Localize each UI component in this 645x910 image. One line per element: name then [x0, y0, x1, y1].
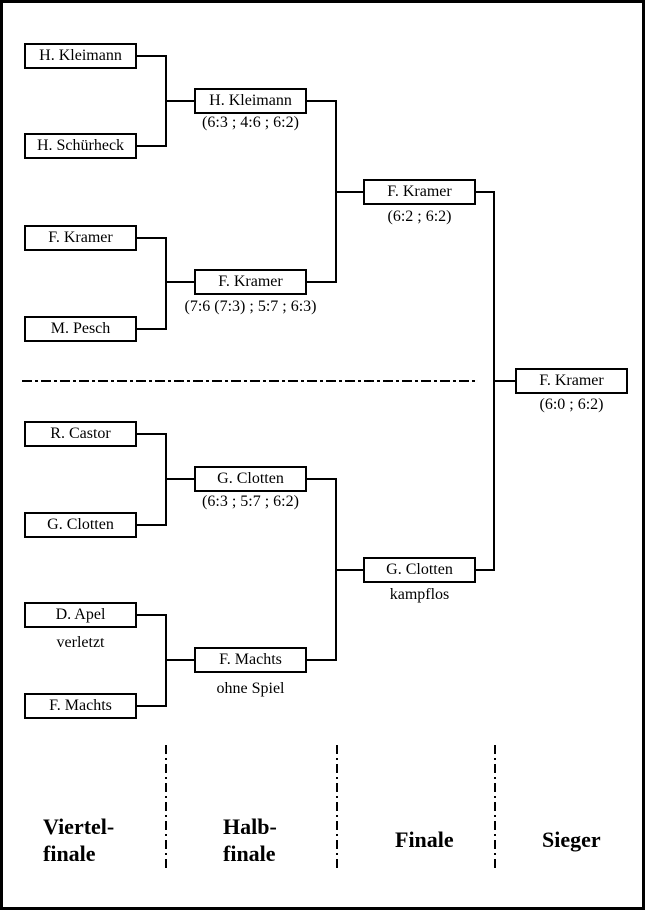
stage-label-line: Sieger	[542, 827, 601, 852]
stage-label-finale: Finale	[395, 826, 454, 853]
finalist-box-1: F. Kramer	[363, 179, 476, 205]
sf-match-4-score: ohne Spiel	[216, 680, 285, 697]
qf-player-box-7: D. Apel	[24, 602, 137, 628]
stage-label-line: Finale	[395, 827, 454, 852]
connector-qf-match-1	[137, 55, 194, 147]
finalist-box-2: G. Clotten	[363, 557, 476, 583]
bracket-connector-lines	[22, 55, 515, 870]
sf-player-box-1: H. Kleimann	[194, 88, 307, 114]
qf-player-box-2: H. Schürheck	[24, 133, 137, 159]
sf-match-1-score: (6:3 ; 4:6 ; 6:2)	[202, 114, 299, 131]
connector-qf-match-3	[137, 433, 194, 526]
winner-score: (6:0 ; 6:2)	[539, 396, 604, 413]
qf-player-box-8: F. Machts	[24, 693, 137, 719]
sf-player-box-2: F. Kramer	[194, 269, 307, 295]
qf-player-box-6: G. Clotten	[24, 512, 137, 538]
connector-qf-match-2	[137, 237, 194, 330]
qf-player-box-3: F. Kramer	[24, 225, 137, 251]
stage-label-sieger: Sieger	[542, 826, 601, 853]
stage-label-line: Halb-	[223, 814, 277, 839]
stage-label-line: finale	[223, 841, 276, 866]
qf-player-box-4: M. Pesch	[24, 316, 137, 342]
stage-label-halbfinale: Halb- finale	[223, 813, 277, 867]
qf-player-box-5: R. Castor	[24, 421, 137, 447]
connector-qf-match-4	[137, 614, 194, 707]
winner-box: F. Kramer	[515, 368, 628, 394]
connector-sf-match-1	[307, 100, 363, 283]
sf-player-box-4: F. Machts	[194, 647, 307, 673]
connector-final-match	[476, 191, 515, 571]
sf-match-2-score: (7:6 (7:3) ; 5:7 ; 6:3)	[184, 298, 317, 315]
stage-label-line: finale	[43, 841, 96, 866]
sf-player-box-3: G. Clotten	[194, 466, 307, 492]
final-match-1-score: (6:2 ; 6:2)	[387, 208, 452, 225]
connector-sf-match-2	[307, 478, 363, 661]
qf-player-box-1: H. Kleimann	[24, 43, 137, 69]
stage-label-line: Viertel-	[43, 814, 115, 839]
sf-match-3-score: (6:3 ; 5:7 ; 6:2)	[202, 493, 299, 510]
final-match-2-score: kampflos	[389, 586, 450, 603]
stage-label-viertelfinale: Viertel- finale	[43, 813, 114, 867]
qf-player-7-note: verletzt	[56, 634, 105, 651]
